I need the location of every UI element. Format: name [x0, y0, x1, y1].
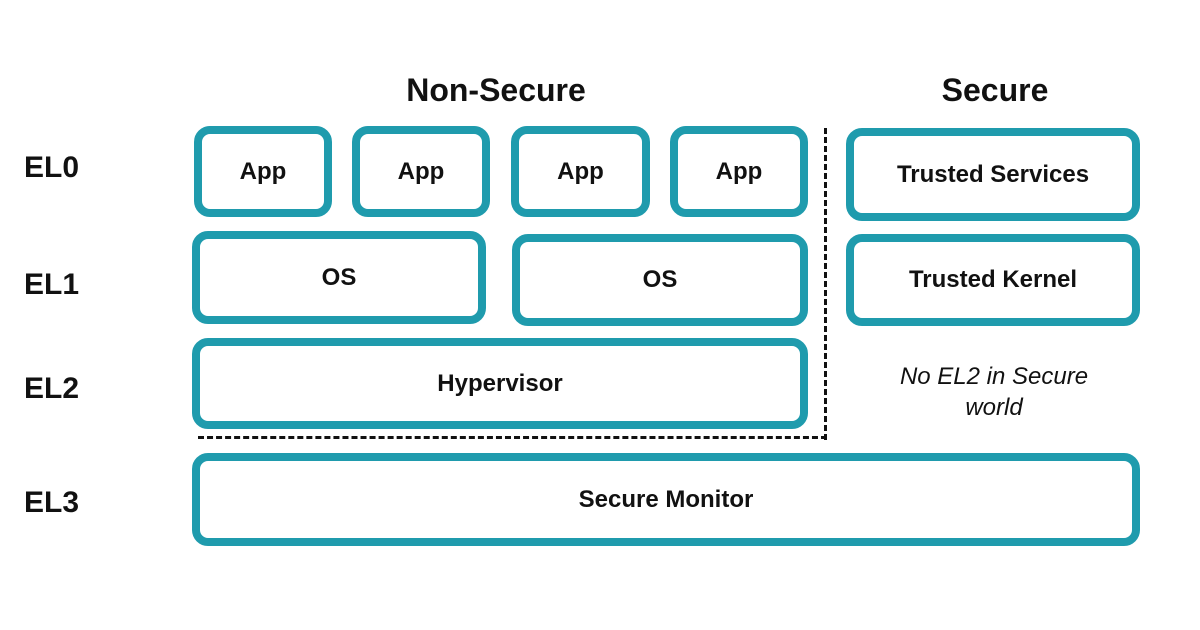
- world-boundary-vertical: [824, 128, 827, 440]
- secure-monitor-label: Secure Monitor: [578, 485, 754, 513]
- no-el2-note-line-1: No EL2 in Secure: [899, 363, 1089, 390]
- hypervisor-label: Hypervisor: [437, 369, 563, 397]
- os-box-1: OS: [192, 231, 486, 324]
- os-label: OS: [642, 266, 678, 293]
- el3-label: EL3: [24, 486, 80, 519]
- app-label: App: [239, 157, 287, 185]
- os-label: OS: [321, 263, 357, 291]
- trusted-kernel-label: Trusted Kernel: [908, 266, 1078, 293]
- el0-label: EL0: [24, 151, 80, 184]
- app-box-1: App: [194, 126, 332, 217]
- non-secure-heading: Non-Secure: [406, 72, 586, 108]
- el1-label: EL1: [24, 268, 80, 301]
- app-box-2: App: [352, 126, 490, 217]
- trusted-services-label: Trusted Services: [896, 160, 1090, 188]
- secure-heading: Secure: [941, 72, 1049, 108]
- el2-label: EL2: [24, 372, 80, 405]
- no-el2-note-line-2: world: [965, 394, 1023, 421]
- secure-monitor-box: Secure Monitor: [192, 453, 1140, 546]
- no-el2-note: No EL2 in Secure world: [862, 361, 1126, 423]
- trusted-kernel-box: Trusted Kernel: [846, 234, 1140, 326]
- app-label: App: [557, 157, 604, 185]
- os-box-2: OS: [512, 234, 808, 326]
- app-box-3: App: [511, 126, 650, 217]
- world-boundary-horizontal: [198, 436, 827, 439]
- trusted-services-box: Trusted Services: [846, 128, 1140, 221]
- app-box-4: App: [670, 126, 808, 217]
- hypervisor-box: Hypervisor: [192, 338, 808, 429]
- app-label: App: [397, 157, 445, 185]
- app-label: App: [715, 157, 763, 185]
